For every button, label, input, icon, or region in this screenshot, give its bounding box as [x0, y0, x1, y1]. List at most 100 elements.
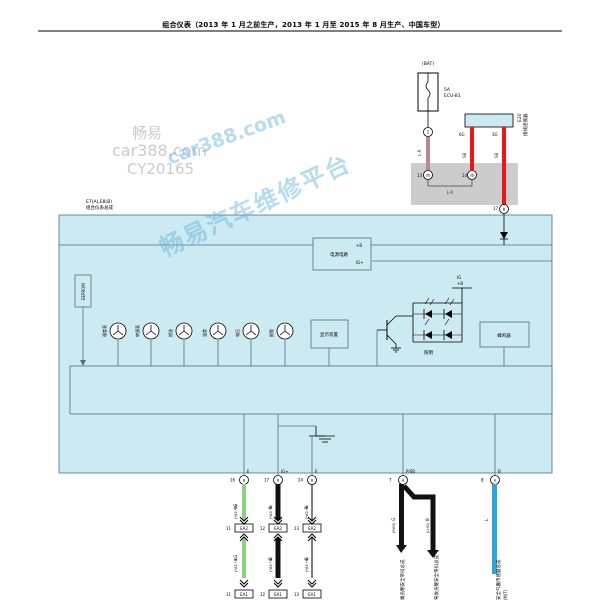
relay-left-connector	[423, 170, 433, 180]
connector-bottom-code: EA1	[308, 592, 316, 597]
fuse-name: ECU-B1	[444, 93, 461, 99]
wire-b3-note: (LHD)	[426, 522, 430, 533]
led-icons	[413, 297, 462, 340]
fuse-icon	[425, 81, 431, 99]
cluster-name: 组合仪表总成	[86, 204, 113, 211]
wire-green-1	[242, 484, 246, 520]
cluster-panel	[58, 214, 553, 474]
wire-seat-lhd	[402, 484, 436, 550]
diode-icon	[500, 232, 508, 239]
wire-seat-rhd	[399, 484, 404, 546]
page-title: 组合仪表（2013 年 1 月之前生产，2013 年 1 月至 2015 年 8…	[162, 21, 445, 29]
wire-lg-note-2: (*A3 *B)	[234, 557, 238, 572]
chevron-icon	[239, 519, 249, 525]
connector-top-code: EA2	[240, 526, 248, 531]
connector-top-code: EA2	[274, 526, 282, 531]
airbag-label: 安全气囊传感器总成	[495, 559, 502, 600]
connector-bottom	[234, 589, 254, 599]
power-circuit-block	[312, 237, 372, 271]
bottom-pin-num: 17	[264, 478, 270, 483]
junction-name: 接线连接器	[522, 113, 529, 136]
bat-label: (BAT)	[422, 61, 434, 67]
connector-bottom	[268, 589, 288, 599]
bottom-pin-code: B	[311, 479, 314, 483]
chevron-icon	[273, 533, 283, 539]
wire-lg-label-2: LG	[233, 555, 238, 560]
relay-right-conn: 14	[462, 173, 468, 178]
wire-blue	[492, 484, 497, 574]
wire-b2-note-2: (*A3 *B)	[305, 557, 309, 572]
fuse-amp: 5A	[444, 87, 451, 93]
bottom-pin-code: A	[402, 479, 405, 483]
connector-top-num: 12	[260, 526, 266, 531]
connector-bottom-num: 12	[260, 592, 266, 597]
airbag-sub-label: (M/T)	[503, 589, 508, 600]
power-connector-num: 1	[427, 130, 430, 135]
wire-pink	[426, 137, 430, 170]
wire-b2-note: (*A3 *B)	[305, 504, 309, 519]
bottom-pin-label: B	[498, 469, 501, 474]
wire-green-2	[242, 538, 246, 578]
gauge-label: 报警	[268, 329, 274, 337]
wire-b2-label: B	[304, 506, 309, 509]
chevron-icon	[239, 579, 249, 585]
junction-code: E20	[517, 113, 523, 122]
buzzer-block	[479, 321, 530, 348]
connector-bottom-num: 11	[226, 592, 232, 597]
cluster-top-connector	[499, 204, 509, 214]
buzzer-label: 蜂鸣器	[497, 332, 511, 339]
bottom-pin-label: E	[315, 469, 318, 474]
cluster-bus	[69, 365, 553, 415]
lighting-label: 照明	[424, 350, 433, 356]
gauge-label: 温度	[201, 329, 207, 337]
wire-b2-label-2: B	[304, 557, 309, 560]
junction-connector	[464, 113, 514, 128]
cluster-top-code: B	[503, 208, 506, 212]
display-block	[310, 319, 349, 349]
connector-top-num: 11	[226, 526, 232, 531]
pink-wire-label: L-R	[417, 149, 422, 156]
bottom-pin-num: 7	[389, 478, 392, 483]
arrow-seat-lhd	[427, 550, 439, 558]
bottom-pin-num: 8	[481, 478, 484, 483]
eeprom-label: EEPROM	[81, 283, 86, 300]
relay-wire: L-R	[447, 190, 454, 195]
wire-lg-label: LG	[233, 504, 238, 509]
cluster-top-pin: 17	[493, 206, 499, 211]
wire-red-left	[470, 127, 474, 170]
wire-b1-note-2: (*A3 *B)	[269, 557, 273, 572]
bottom-pin-label: P/SB	[406, 469, 415, 474]
chevron-icon	[239, 533, 249, 539]
power-connector	[423, 127, 433, 137]
chevron-icon	[307, 533, 317, 539]
red-wire-label-right: SB	[494, 152, 499, 158]
wire-b1-note: (*A3 *B)	[269, 504, 273, 519]
power-b-label: +B	[356, 243, 362, 248]
junction-pin-right: 3G	[492, 132, 498, 137]
connector-bottom-code: EA1	[240, 592, 248, 597]
arrow-seat-rhd	[396, 545, 407, 553]
bottom-pin-num: 16	[230, 478, 236, 483]
power-circuit-label: 电源电路	[330, 251, 348, 258]
connector-top-num: 13	[294, 526, 300, 531]
wire-b3-label: B	[425, 518, 430, 521]
bottom-pin-code: B	[243, 479, 246, 483]
connector-bottom	[302, 589, 322, 599]
relay-right-pin: 3D	[470, 174, 475, 178]
relay-left-conn: 13	[417, 173, 423, 178]
cluster-conn-code: E7(A),E8(B)	[86, 199, 112, 205]
bottom-pin-num: 24	[298, 478, 304, 483]
connector-bottom-code: EA1	[274, 592, 282, 597]
wire-l-label: L	[484, 518, 489, 521]
plus-b-label: +B	[457, 281, 463, 286]
wire-black-2	[275, 538, 281, 578]
wire-g-note: (RHD)	[392, 522, 396, 533]
chevron-icon	[273, 519, 283, 525]
bottom-pin-label: IG+	[281, 469, 289, 474]
ig-label: IG	[457, 275, 461, 280]
wire-b1-label-2: B	[268, 557, 273, 560]
gauge-label: 燃油	[167, 329, 173, 337]
connector-top-code: EA2	[308, 526, 316, 531]
